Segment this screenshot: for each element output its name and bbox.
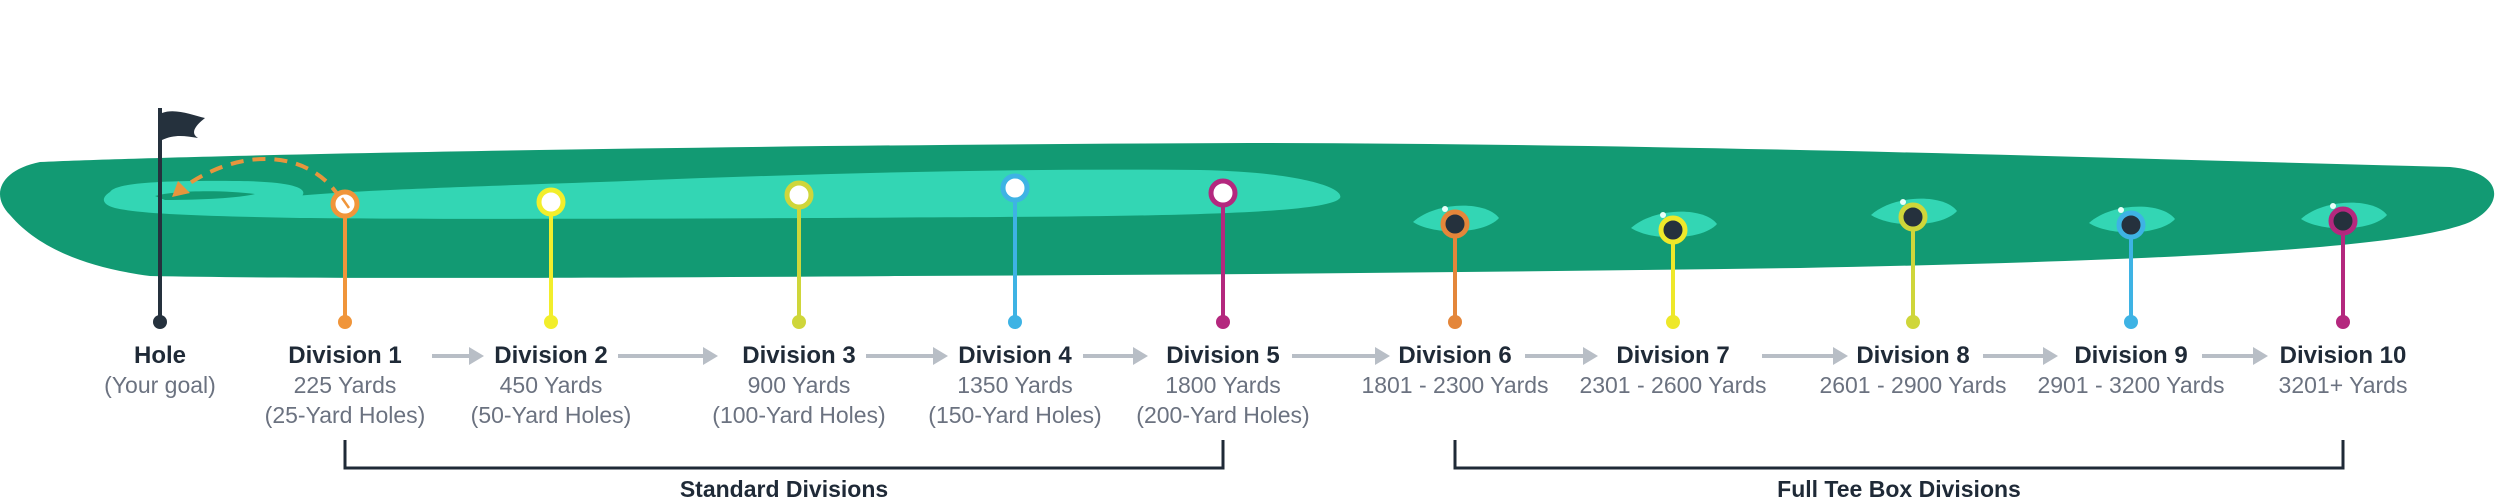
ball-tick-icon [340,197,351,209]
division-yards: 225 Yards [293,372,397,398]
division-name: Division 8 [1856,342,1970,369]
division-yards: 2901 - 3200 Yards [2037,372,2225,398]
division-yards: 1800 Yards [1165,372,1281,398]
ball-marker-2 [536,187,566,217]
division-name: Division 4 [958,342,1072,369]
division-yards: 1350 Yards [957,372,1073,398]
division-yards: 450 Yards [499,372,603,398]
division-3-label: Division 3 900 Yards (100-Yard Holes) [712,342,885,430]
division-hole-length: (100-Yard Holes) [712,402,886,428]
division-yards: 2301 - 2600 Yards [1579,372,1767,398]
standard-divisions-bracket [343,440,1225,470]
division-8-label: Division 8 2601 - 2900 Yards [1819,342,2006,400]
tee-shine-7 [1660,212,1666,218]
division-name: Division 1 [288,342,402,369]
pin-base-4 [1008,315,1022,329]
progress-arrowhead-7 [1833,347,1848,365]
pin-base-5 [1216,315,1230,329]
pin-base-6 [1448,315,1462,329]
ball-marker-3 [784,180,814,210]
division-5-label: Division 5 1800 Yards (200-Yard Holes) [1136,342,1309,430]
division-hole-length: (150-Yard Holes) [928,402,1102,428]
standard-divisions-label: Standard Divisions [679,476,889,502]
division-9-label: Division 9 2901 - 3200 Yards [2037,342,2224,400]
pin-base-2 [544,315,558,329]
progress-arrowhead-6 [1583,347,1598,365]
division-4-label: Division 4 1350 Yards (150-Yard Holes) [928,342,1101,430]
pin-base-7 [1666,315,1680,329]
progress-arrowhead-1 [469,347,484,365]
tee-shine-10 [2330,203,2336,209]
division-name: Division 10 [2279,342,2407,369]
division-name: Division 6 [1398,342,1512,369]
division-name: Division 9 [2074,342,2188,369]
tee-shine-8 [1900,199,1906,205]
tee-shine-9 [2118,207,2124,213]
progress-arrowhead-3 [933,347,948,365]
division-yards: 1801 - 2300 Yards [1361,372,1549,398]
division-7-label: Division 7 2301 - 2600 Yards [1579,342,1766,400]
ball-marker-5 [1208,178,1238,208]
ball-marker-6 [1440,209,1470,239]
division-name: Division 7 [1616,342,1730,369]
hole-cup [153,315,167,329]
division-yards: 2601 - 2900 Yards [1819,372,2007,398]
division-yards: 900 Yards [747,372,851,398]
tee-shine-6 [1442,206,1448,212]
division-yards: 3201+ Yards [2278,372,2408,398]
division-name: Division 2 [494,342,608,369]
pin-base-8 [1906,315,1920,329]
division-6-label: Division 6 1801 - 2300 Yards [1361,342,1548,400]
progress-arrowhead-2 [703,347,718,365]
pin-base-10 [2336,315,2350,329]
putting-green-strip [103,169,1341,219]
flag-icon [162,111,205,140]
ball-marker-9 [2116,210,2146,240]
division-hole-length: (200-Yard Holes) [1136,402,1310,428]
ball-marker-8 [1898,202,1928,232]
full-tee-box-divisions-label: Full Tee Box Divisions [1777,476,2021,502]
division-2-label: Division 2 450 Yards (50-Yard Holes) [471,342,632,430]
flight-arrowhead [172,181,190,197]
division-hole-length: (25-Yard Holes) [264,402,426,428]
hole-label: Hole (Your goal) [104,342,216,400]
division-hole-length: (50-Yard Holes) [470,402,632,428]
progress-arrowhead-5 [1375,347,1390,365]
ball-marker-7 [1658,215,1688,245]
pin-base-1 [338,315,352,329]
division-name: Division 3 [742,342,856,369]
pin-base-9 [2124,315,2138,329]
full-tee-box-divisions-bracket [1453,440,2345,470]
ball-marker-10 [2328,206,2358,236]
hole-subtitle: (Your goal) [104,372,216,398]
division-1-label: Division 1 225 Yards (25-Yard Holes) [265,342,426,430]
pin-base-3 [792,315,806,329]
progress-arrowhead-9 [2253,347,2268,365]
division-name: Division 5 [1166,342,1280,369]
progress-arrowhead-4 [1133,347,1148,365]
division-10-label: Division 10 3201+ Yards [2279,342,2408,400]
ball-marker-4 [1000,173,1030,203]
progress-arrowhead-8 [2043,347,2058,365]
hole-title: Hole [133,342,187,369]
